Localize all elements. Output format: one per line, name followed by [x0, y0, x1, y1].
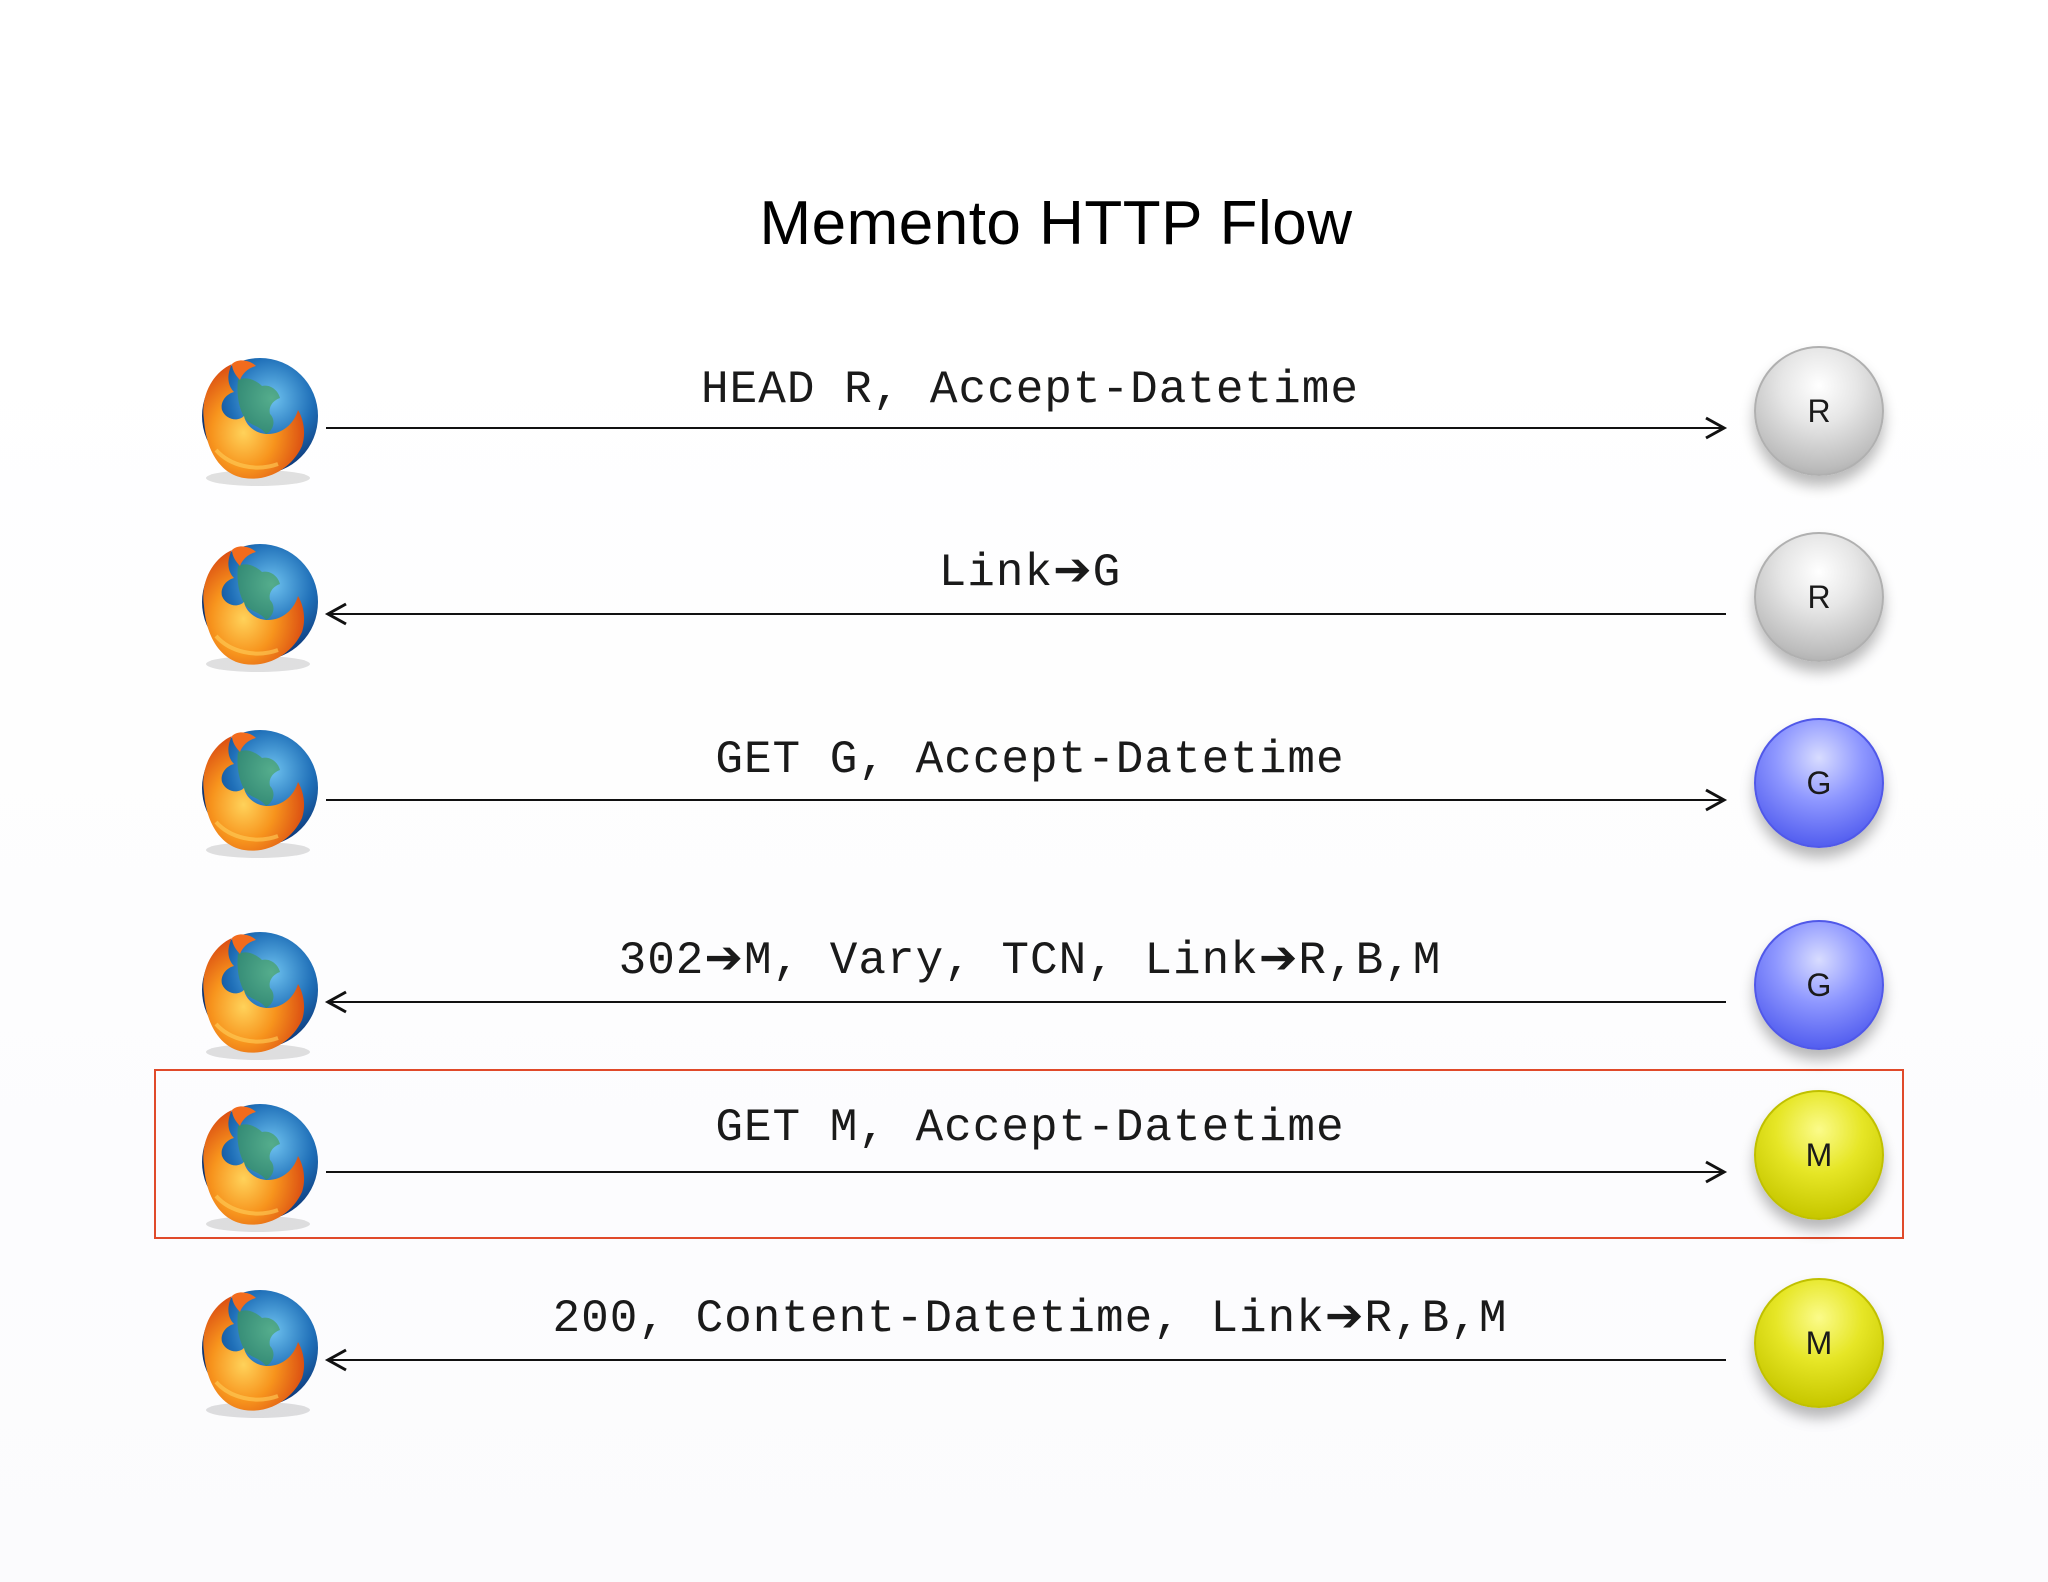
- arrow-left-icon: [324, 602, 1726, 626]
- arrow-right-icon: [326, 788, 1728, 812]
- flow-step-5: GET M, Accept-Datetime M: [0, 1084, 2048, 1264]
- firefox-browser-icon: [186, 924, 326, 1064]
- server-node-m: M: [1754, 1090, 1884, 1220]
- step-message: GET G, Accept-Datetime: [715, 734, 1345, 786]
- server-node-g: G: [1754, 718, 1884, 848]
- arrow-left-icon: [324, 990, 1726, 1014]
- arrow-right-icon: [326, 1160, 1728, 1184]
- step-message: GET M, Accept-Datetime: [715, 1102, 1345, 1154]
- arrow-right-icon: [326, 416, 1728, 440]
- server-node-r: R: [1754, 346, 1884, 476]
- server-node-g: G: [1754, 920, 1884, 1050]
- flow-step-4: 302➔M, Vary, TCN, Link➔R,B,M G: [0, 914, 2048, 1094]
- firefox-browser-icon: [186, 536, 326, 676]
- firefox-browser-icon: [186, 1282, 326, 1422]
- step-message: 200, Content-Datetime, Link➔R,B,M: [552, 1293, 1508, 1345]
- flow-step-1: HEAD R, Accept-Datetime R: [0, 340, 2048, 520]
- server-node-r: R: [1754, 532, 1884, 662]
- step-message: 302➔M, Vary, TCN, Link➔R,B,M: [618, 935, 1442, 987]
- flow-step-6: 200, Content-Datetime, Link➔R,B,M M: [0, 1272, 2048, 1452]
- highlight-box: [154, 1069, 1904, 1239]
- step-message: Link➔G: [938, 547, 1122, 599]
- firefox-browser-icon: [186, 350, 326, 490]
- server-node-m: M: [1754, 1278, 1884, 1408]
- firefox-browser-icon: [186, 722, 326, 862]
- arrow-left-icon: [324, 1348, 1726, 1372]
- firefox-browser-icon: [186, 1096, 326, 1236]
- flow-step-2: Link➔G R: [0, 526, 2048, 706]
- step-message: HEAD R, Accept-Datetime: [701, 364, 1359, 416]
- diagram-title: Memento HTTP Flow: [759, 189, 1353, 258]
- flow-step-3: GET G, Accept-Datetime G: [0, 712, 2048, 892]
